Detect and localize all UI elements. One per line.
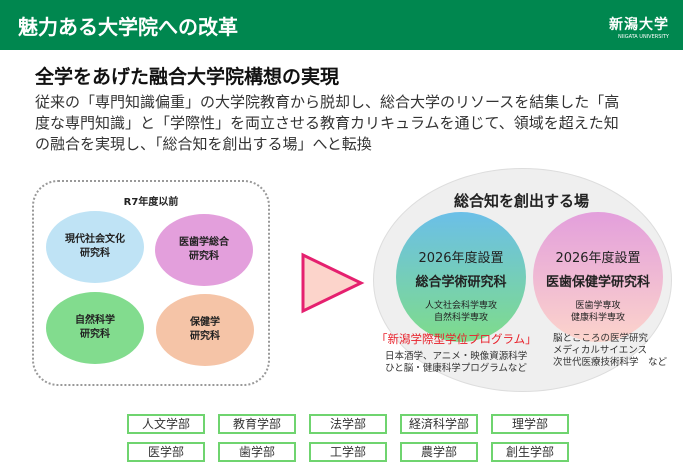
university-logo: 新潟大学 NIIGATA UNIVERSITY [609,14,669,40]
new-school-left: 2026年度設置 総合学術研究科 人文社会科学専攻自然科学専攻 [396,212,526,342]
header-bar [0,0,683,50]
example: 脳とこころの医学研究 [553,333,649,344]
new-school-right: 2026年度設置 医歯保健学研究科 医歯学専攻健康科学専攻 [533,212,663,342]
dept: 医歯学専攻 [575,301,621,311]
dept: 人文社会科学専攻 [424,301,497,311]
description-line: 従来の「専門知識偏重」の大学院教育から脱却し、総合大学のリソースを結集した「高 [35,93,620,111]
new-title: 総合知を創出する場 [453,192,589,210]
example: 次世代医療技術科学 など [553,357,668,368]
description-line: 度な専門知識」と「学際性」を両立させる教育カリキュラムを通じて、領域を超えた知 [35,114,619,132]
year: 2026年度設置 [418,251,504,266]
faculty-box: 創生学部 [491,442,569,462]
dept: 自然科学専攻 [433,313,488,323]
faculty-box: 農学部 [400,442,478,462]
header-title: 魅力ある大学院への改革 [18,15,238,39]
faculty-box: 人文学部 [127,414,205,434]
faculty-box: 工学部 [309,442,387,462]
logo-jp: 新潟大学 [609,17,669,33]
faculty-box: 医学部 [127,442,205,462]
arrow-triangle-icon [301,252,365,314]
old-structure-box [32,180,270,386]
faculty-box: 経済科学部 [400,414,478,434]
example: メディカルサイエンス [553,345,648,356]
old-school: 自然科学 研究科 [46,292,144,364]
right-examples: 脳とこころの医学研究 メディカルサイエンス 次世代医療技術科学 など [553,333,667,369]
faculty-box: 教育学部 [218,414,296,434]
year: 2026年度設置 [555,251,641,266]
subtitle: 全学をあげた融合大学院構想の実現 [35,66,340,88]
old-school: 医歯学総合 研究科 [155,214,253,286]
faculty-box: 理学部 [491,414,569,434]
school-name: 総合学術研究科 [415,275,507,290]
old-school: 保健学 研究科 [156,294,254,366]
example: ひと脳・健康科学プログラムなど [385,363,527,374]
left-examples: 日本酒学、アニメ・映像資源科学 ひと脳・健康科学プログラムなど [385,351,527,375]
program-title: 「新潟学際型学位プログラム」 [376,332,537,346]
old-label: R7年度以前 [123,197,179,208]
school-name: 医歯保健学研究科 [545,275,650,290]
faculty-box: 法学部 [309,414,387,434]
logo-en: NIIGATA UNIVERSITY [618,34,669,40]
dept: 健康科学専攻 [570,313,625,323]
faculty-box: 歯学部 [218,442,296,462]
example: 日本酒学、アニメ・映像資源科学 [385,351,528,362]
description-line: の融合を実現し、「総合知を創出する場」へと転換 [35,135,372,153]
description: 従来の「専門知識偏重」の大学院教育から脱却し、総合大学のリソースを結集した「高 … [35,92,675,155]
old-school: 現代社会文化 研究科 [46,211,144,283]
